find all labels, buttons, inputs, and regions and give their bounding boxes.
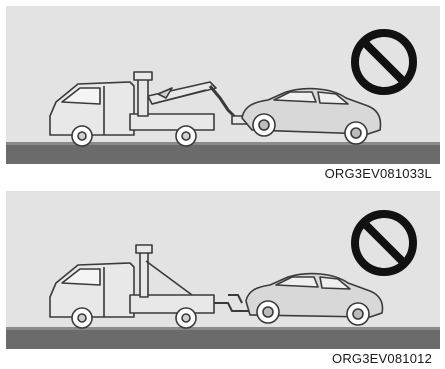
figure-code: ORG3EV081012 [332, 351, 432, 366]
illustration-wheel-lift-towing [6, 6, 440, 164]
road-edge [6, 142, 440, 145]
illustration-tow-bar-towing [6, 191, 440, 349]
figure-wheel-lift-towing: ORG3EV081033L [6, 6, 440, 181]
road-surface [6, 329, 440, 349]
figure-code: ORG3EV081033L [325, 166, 432, 181]
figure-tow-bar-towing: ORG3EV081012 [6, 191, 440, 366]
road-surface [6, 144, 440, 164]
road-edge [6, 327, 440, 330]
